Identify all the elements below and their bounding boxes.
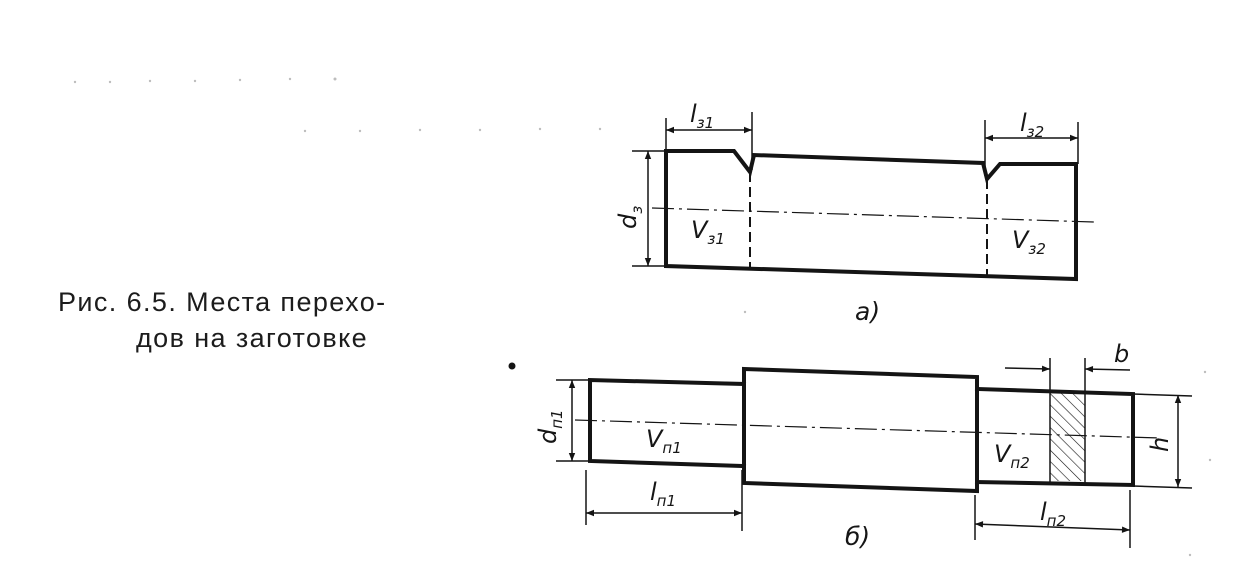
axis-line-a bbox=[651, 207, 1095, 223]
figure-caption: Рис. 6.5. Места перехо- дов на заготовке bbox=[58, 284, 498, 356]
label-v-p2: Vп2 bbox=[994, 440, 1030, 472]
caption-line-1: Рис. 6.5. Места перехо- bbox=[58, 287, 387, 317]
axis-line-b bbox=[574, 419, 1161, 439]
label-l-z2: lз2 bbox=[1020, 109, 1044, 141]
label-l-z1: lз1 bbox=[690, 100, 714, 132]
dimension-b-right bbox=[1084, 365, 1131, 373]
label-d-p1: dп1 bbox=[534, 409, 566, 444]
label-v-z2: Vз2 bbox=[1012, 226, 1046, 258]
view-b-label: б) bbox=[845, 522, 870, 551]
dimension-b-left bbox=[1004, 365, 1051, 373]
view-a-label: а) bbox=[855, 297, 880, 326]
label-v-z1: Vз1 bbox=[691, 216, 725, 248]
label-h: h bbox=[1146, 437, 1174, 452]
label-v-p1: Vп1 bbox=[646, 425, 682, 457]
scan-noise bbox=[73, 77, 1212, 557]
label-b: b bbox=[1114, 340, 1129, 368]
view-b-drawing bbox=[556, 358, 1193, 548]
dimension-l-p2 bbox=[974, 521, 1131, 533]
label-d-z: dз bbox=[614, 206, 646, 229]
blank-b-step-3 bbox=[974, 386, 1135, 488]
caption-line-2: дов на заготовке bbox=[136, 323, 369, 353]
blank-b-step-2 bbox=[742, 366, 979, 494]
hatched-cut-b bbox=[1050, 393, 1085, 481]
label-l-p1: lп1 bbox=[650, 478, 676, 510]
view-a-drawing bbox=[632, 112, 1095, 282]
label-l-p2: lп2 bbox=[1040, 498, 1066, 530]
